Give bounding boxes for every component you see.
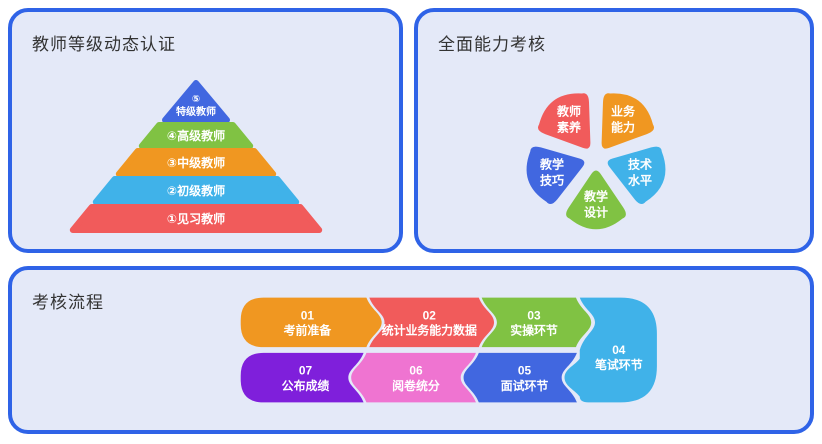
petal-business-ability-shape [601, 93, 655, 149]
petal-technical-level-shape [607, 146, 666, 204]
panel-ability-assessment: 全面能力考核 教师 素养 业务 能力 技术 水平 教学 设计 教学 技巧 [414, 8, 814, 253]
flow-step-02-shape [369, 297, 495, 348]
process-panel-title: 考核流程 [32, 293, 104, 312]
pyramid-level-5-shape [162, 80, 230, 123]
pyramid-level-3-shape [115, 148, 277, 177]
ability-panel-title: 全面能力考核 [438, 35, 546, 54]
flow-step-04-shape [564, 297, 657, 403]
pyramid-level-1-label: ①见习教师 [167, 211, 225, 226]
pyramid-level-3-label: ③中级教师 [167, 155, 225, 170]
flow-step-06-shape [351, 352, 476, 403]
flow-step-07-shape [240, 352, 364, 403]
petal-teaching-design-shape [566, 170, 626, 230]
petal-teaching-skill-shape [526, 146, 585, 204]
ability-petal-chart [526, 93, 666, 230]
flow-step-03-shape [481, 297, 592, 348]
pyramid-level-2-label: ②初级教师 [167, 183, 225, 198]
certification-panel-title: 教师等级动态认证 [32, 35, 176, 54]
flow-step-05-shape [463, 352, 577, 403]
pyramid-level-4-label: ④高级教师 [167, 128, 225, 143]
pyramid-level-2-shape [92, 176, 300, 205]
petal-teacher-quality-shape [537, 93, 591, 149]
pyramid-level-4-shape [138, 122, 254, 149]
pyramid-level-1-shape [69, 204, 323, 233]
flow-step-01-shape [240, 297, 382, 348]
